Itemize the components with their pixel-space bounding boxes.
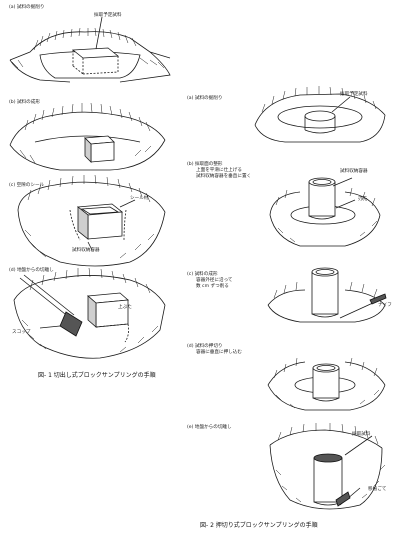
fig1-step-d-title: (d) 地盤からの切離し [9, 268, 54, 273]
fig2-c-sketch [268, 268, 386, 322]
fig2-step-c-title: (c) 試料の成形 [187, 272, 218, 277]
fig2-step-b-note-container: 試料収納容器 [340, 169, 368, 174]
fig2-caption: 図- 2 押切り式ブロックサンプリングの手順 [200, 520, 318, 529]
fig1-step-a-title: (a) 試料の掘削り [9, 5, 44, 10]
fig1-a-sketch [10, 17, 170, 82]
fig2-step-d-title: (d) 試料の押切り [187, 344, 223, 349]
fig2-step-b-title: (b) 採取面の整形 [187, 162, 223, 167]
fig2-step-d-line1: 容器に垂直に押し込む [196, 350, 242, 355]
fig1-step-c-note-seal: シール材 [130, 196, 148, 201]
fig1-step-c-note-container: 試料収納容器 [72, 248, 100, 253]
fig1-step-c-title: (c) 空隙のシール [9, 183, 44, 188]
fig1-step-b-title: (b) 試料の成形 [9, 100, 40, 105]
fig1-d-sketch [14, 268, 165, 358]
fig2-d-sketch [268, 358, 385, 410]
fig2-step-a-title: (a) 試料の掘削り [187, 96, 222, 101]
fig2-step-e-title: (e) 地盤からの切離し [187, 425, 232, 430]
fig2-step-c-line2: 数 cm ずつ削る [196, 284, 229, 289]
fig2-step-b-note-edge: 刃先 [358, 197, 367, 202]
fig2-step-c-note-knife: ナイフ [378, 303, 392, 308]
fig2-step-b-line1: 上面を平滑に仕上げる [196, 168, 242, 173]
fig2-step-e-note-trowel: 移植ごて [368, 487, 388, 492]
fig1-step-d-note-shovel: スコップ [12, 330, 30, 335]
fig1-b-sketch [10, 103, 165, 170]
fig2-step-c-line1: 容器外径に沿って [196, 278, 233, 283]
fig2-step-b-line2: 試料収納容器を垂直に置く [196, 174, 251, 179]
fig2-step-e-note-sample: 採取試料 [352, 432, 370, 437]
fig1-caption: 図- 1 切出し式ブロックサンプリングの手順 [38, 370, 156, 379]
fig2-step-a-note: 採取予定試料 [340, 92, 368, 97]
fig2-b-sketch [270, 178, 380, 246]
fig1-step-d-note-lid: 上ぶた [118, 305, 132, 310]
fig1-step-a-note: 採取予定試料 [94, 13, 122, 18]
